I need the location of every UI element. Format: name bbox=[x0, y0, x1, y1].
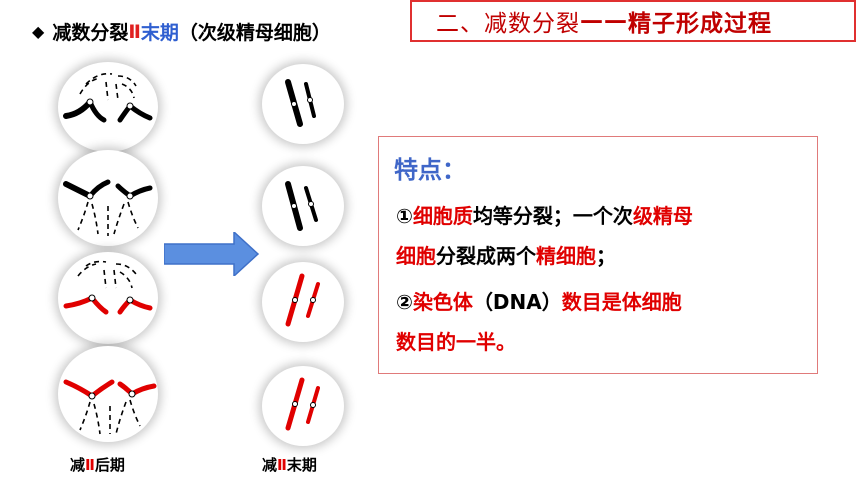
info-line-2-b: 分裂成两个 bbox=[436, 244, 536, 268]
info-line-1-b: 细胞质 bbox=[412, 204, 473, 228]
section-title-prefix: 二、减数分裂 bbox=[436, 11, 580, 37]
caption-anaphase-ii: 减Ⅱ后期 bbox=[70, 454, 125, 475]
header-part1: 减数分裂 bbox=[52, 22, 129, 44]
chromosome-diagram bbox=[285, 79, 316, 127]
chromosome-diagram bbox=[285, 181, 318, 231]
chromosome-diagram bbox=[285, 377, 320, 431]
section-title-suffix: 精子形成过程 bbox=[628, 11, 772, 37]
cell-telophase-black-1 bbox=[262, 64, 344, 144]
cell-telophase-red-2 bbox=[262, 366, 344, 446]
info-line-2: 细胞分裂成两个精细胞； bbox=[396, 240, 616, 269]
cell-anaphase-black-2 bbox=[58, 150, 158, 246]
caption-telophase-ii: 减Ⅱ末期 bbox=[262, 454, 317, 475]
info-line-2-c: 精细胞 bbox=[536, 244, 596, 268]
cell-anaphase-black-1 bbox=[58, 62, 158, 152]
info-line-3-c: （DNA） bbox=[472, 290, 562, 314]
diamond-bullet-icon: ◆ bbox=[32, 22, 45, 41]
section-title-box: 二、减数分裂——精子形成过程 bbox=[410, 0, 856, 42]
cell-anaphase-red-2 bbox=[58, 346, 158, 442]
chromosome-diagram bbox=[63, 72, 153, 123]
header-part2: Ⅱ bbox=[128, 20, 141, 43]
info-title: 特点： bbox=[394, 156, 466, 184]
caption-right-b: Ⅱ bbox=[277, 456, 287, 474]
info-line-3-d: 数目是体细胞 bbox=[561, 290, 682, 314]
caption-right-a: 减 bbox=[262, 456, 278, 474]
info-line-2-d: ； bbox=[596, 244, 616, 268]
chromosome-diagram bbox=[63, 379, 157, 435]
info-line-3-b: 染色体 bbox=[412, 290, 473, 314]
caption-right-c: 末期 bbox=[286, 456, 317, 474]
info-line-3: ②染色体（DNA）数目是体细胞 bbox=[396, 286, 682, 315]
chromosome-diagram bbox=[63, 260, 153, 315]
info-line-2-a: 细胞 bbox=[396, 244, 436, 268]
chromosome-diagram bbox=[63, 179, 153, 236]
cell-anaphase-red-1 bbox=[58, 252, 158, 344]
info-box bbox=[378, 136, 818, 374]
cell-telophase-red-1 bbox=[262, 262, 344, 342]
info-line-3-a: ② bbox=[396, 290, 413, 314]
header-part4: （次级精母细胞） bbox=[178, 22, 331, 44]
caption-left-c: 后期 bbox=[94, 456, 125, 474]
info-line-1-a: ① bbox=[396, 204, 413, 228]
caption-left-a: 减 bbox=[70, 456, 86, 474]
info-line-1: ①细胞质均等分裂；一个次级精母 bbox=[396, 200, 693, 229]
cell-telophase-black-2 bbox=[262, 166, 344, 246]
info-line-4: 数目的一半。 bbox=[396, 326, 516, 355]
section-title-dash: —— bbox=[580, 8, 628, 34]
right-arrow-icon bbox=[163, 230, 260, 280]
info-line-4-a: 数目的一半。 bbox=[396, 330, 516, 354]
info-line-1-c: 均等分裂；一个次 bbox=[472, 204, 633, 228]
caption-left-b: Ⅱ bbox=[85, 456, 95, 474]
info-line-1-d: 级精母 bbox=[632, 204, 693, 228]
header-part3: 末期 bbox=[140, 22, 179, 44]
chromosome-diagram bbox=[285, 273, 320, 327]
